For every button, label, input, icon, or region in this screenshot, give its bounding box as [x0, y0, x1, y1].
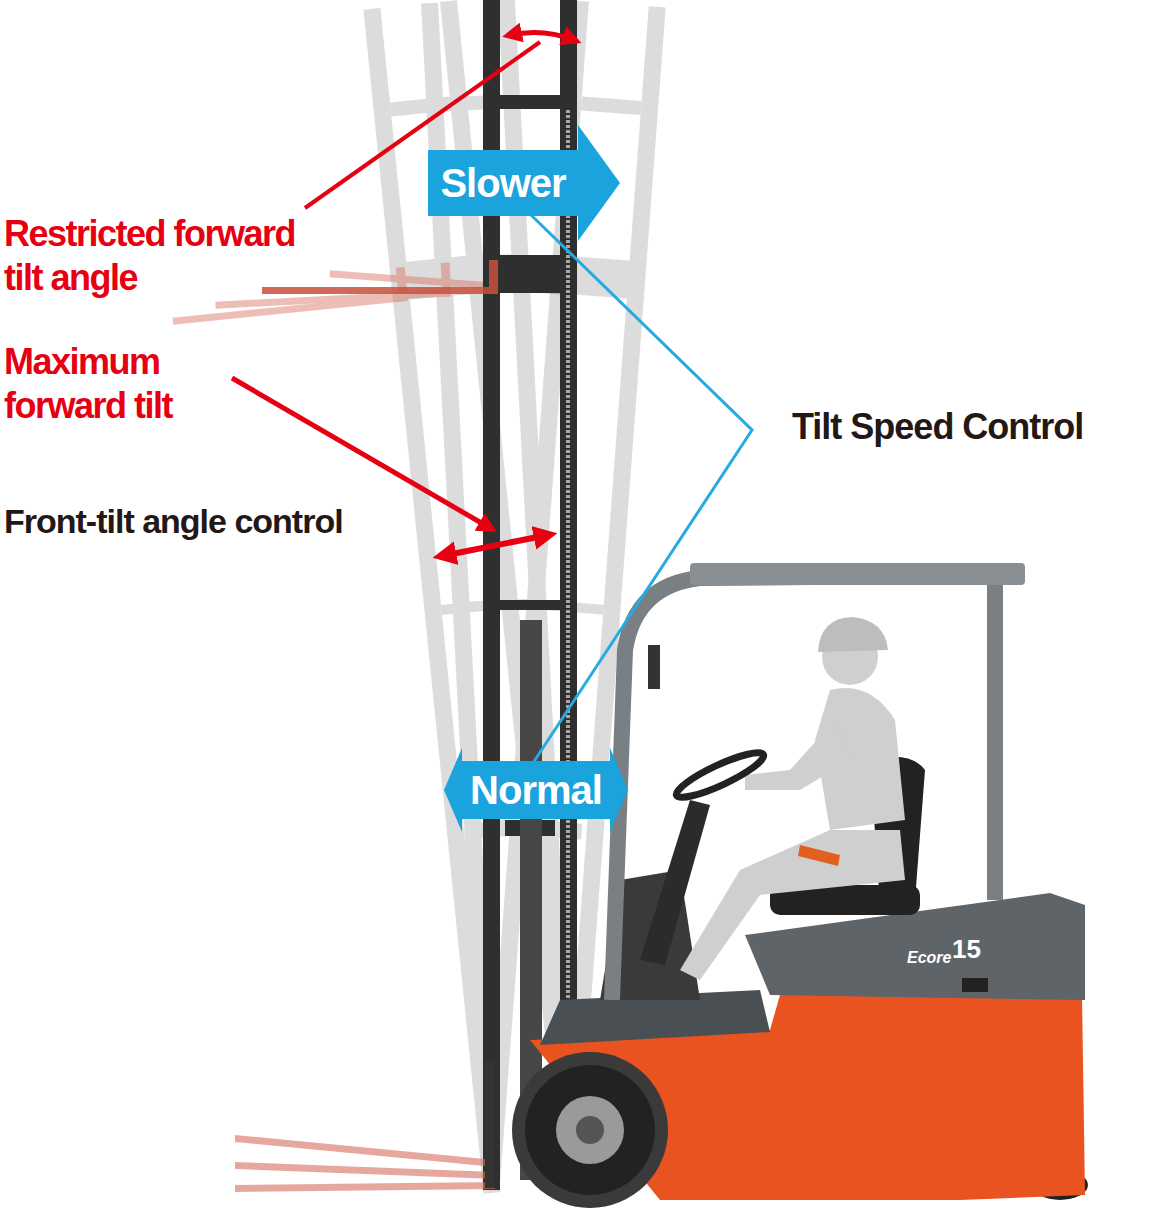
- callout-label: Maximum forward tilt: [4, 340, 234, 428]
- fork-blade: [235, 1182, 495, 1192]
- ghost-mast: [421, 0, 577, 1192]
- mirror: [648, 645, 660, 689]
- guard-roof: [690, 563, 1025, 585]
- fork-blade: [235, 1162, 495, 1179]
- wheel-hub: [576, 1116, 604, 1144]
- arrow-shape: [444, 748, 628, 832]
- leader-line: [530, 214, 752, 763]
- fork-shank: [485, 1060, 495, 1188]
- lift-chain: [566, 110, 570, 1100]
- callout-label: Restricted forward tilt angle: [4, 212, 326, 300]
- rear-pillar: [987, 585, 1003, 900]
- fork: [262, 260, 498, 294]
- callout-label: Tilt Speed Control: [792, 405, 1083, 449]
- operator: [680, 617, 905, 980]
- tilt-range-arrow: [510, 32, 574, 40]
- steering-wheel: [672, 746, 767, 805]
- wheel-rim: [556, 1096, 624, 1164]
- operator-leg: [680, 830, 905, 980]
- model-badge: Ecore: [907, 948, 951, 968]
- arrow-shape: [428, 125, 620, 241]
- double-arrow-box: Normal: [444, 748, 628, 832]
- display-panel: [962, 978, 988, 992]
- overhead-guard: [612, 575, 1022, 1000]
- model-number: 15: [952, 934, 981, 964]
- arrow-label: Slower: [440, 160, 565, 206]
- lower-forks: [235, 1135, 495, 1192]
- arrow-label: Normal: [470, 767, 602, 813]
- tilt-range-arrow: [442, 535, 548, 556]
- fork-blade: [235, 1135, 495, 1167]
- ghost-fork: [214, 262, 451, 308]
- callout-label: Front-tilt angle control: [4, 500, 343, 542]
- arrow-box: Slower: [428, 125, 620, 241]
- wheel-arch: [512, 1052, 668, 1208]
- helmet: [818, 617, 888, 652]
- front-tire: [525, 1065, 655, 1195]
- armrest: [798, 845, 840, 866]
